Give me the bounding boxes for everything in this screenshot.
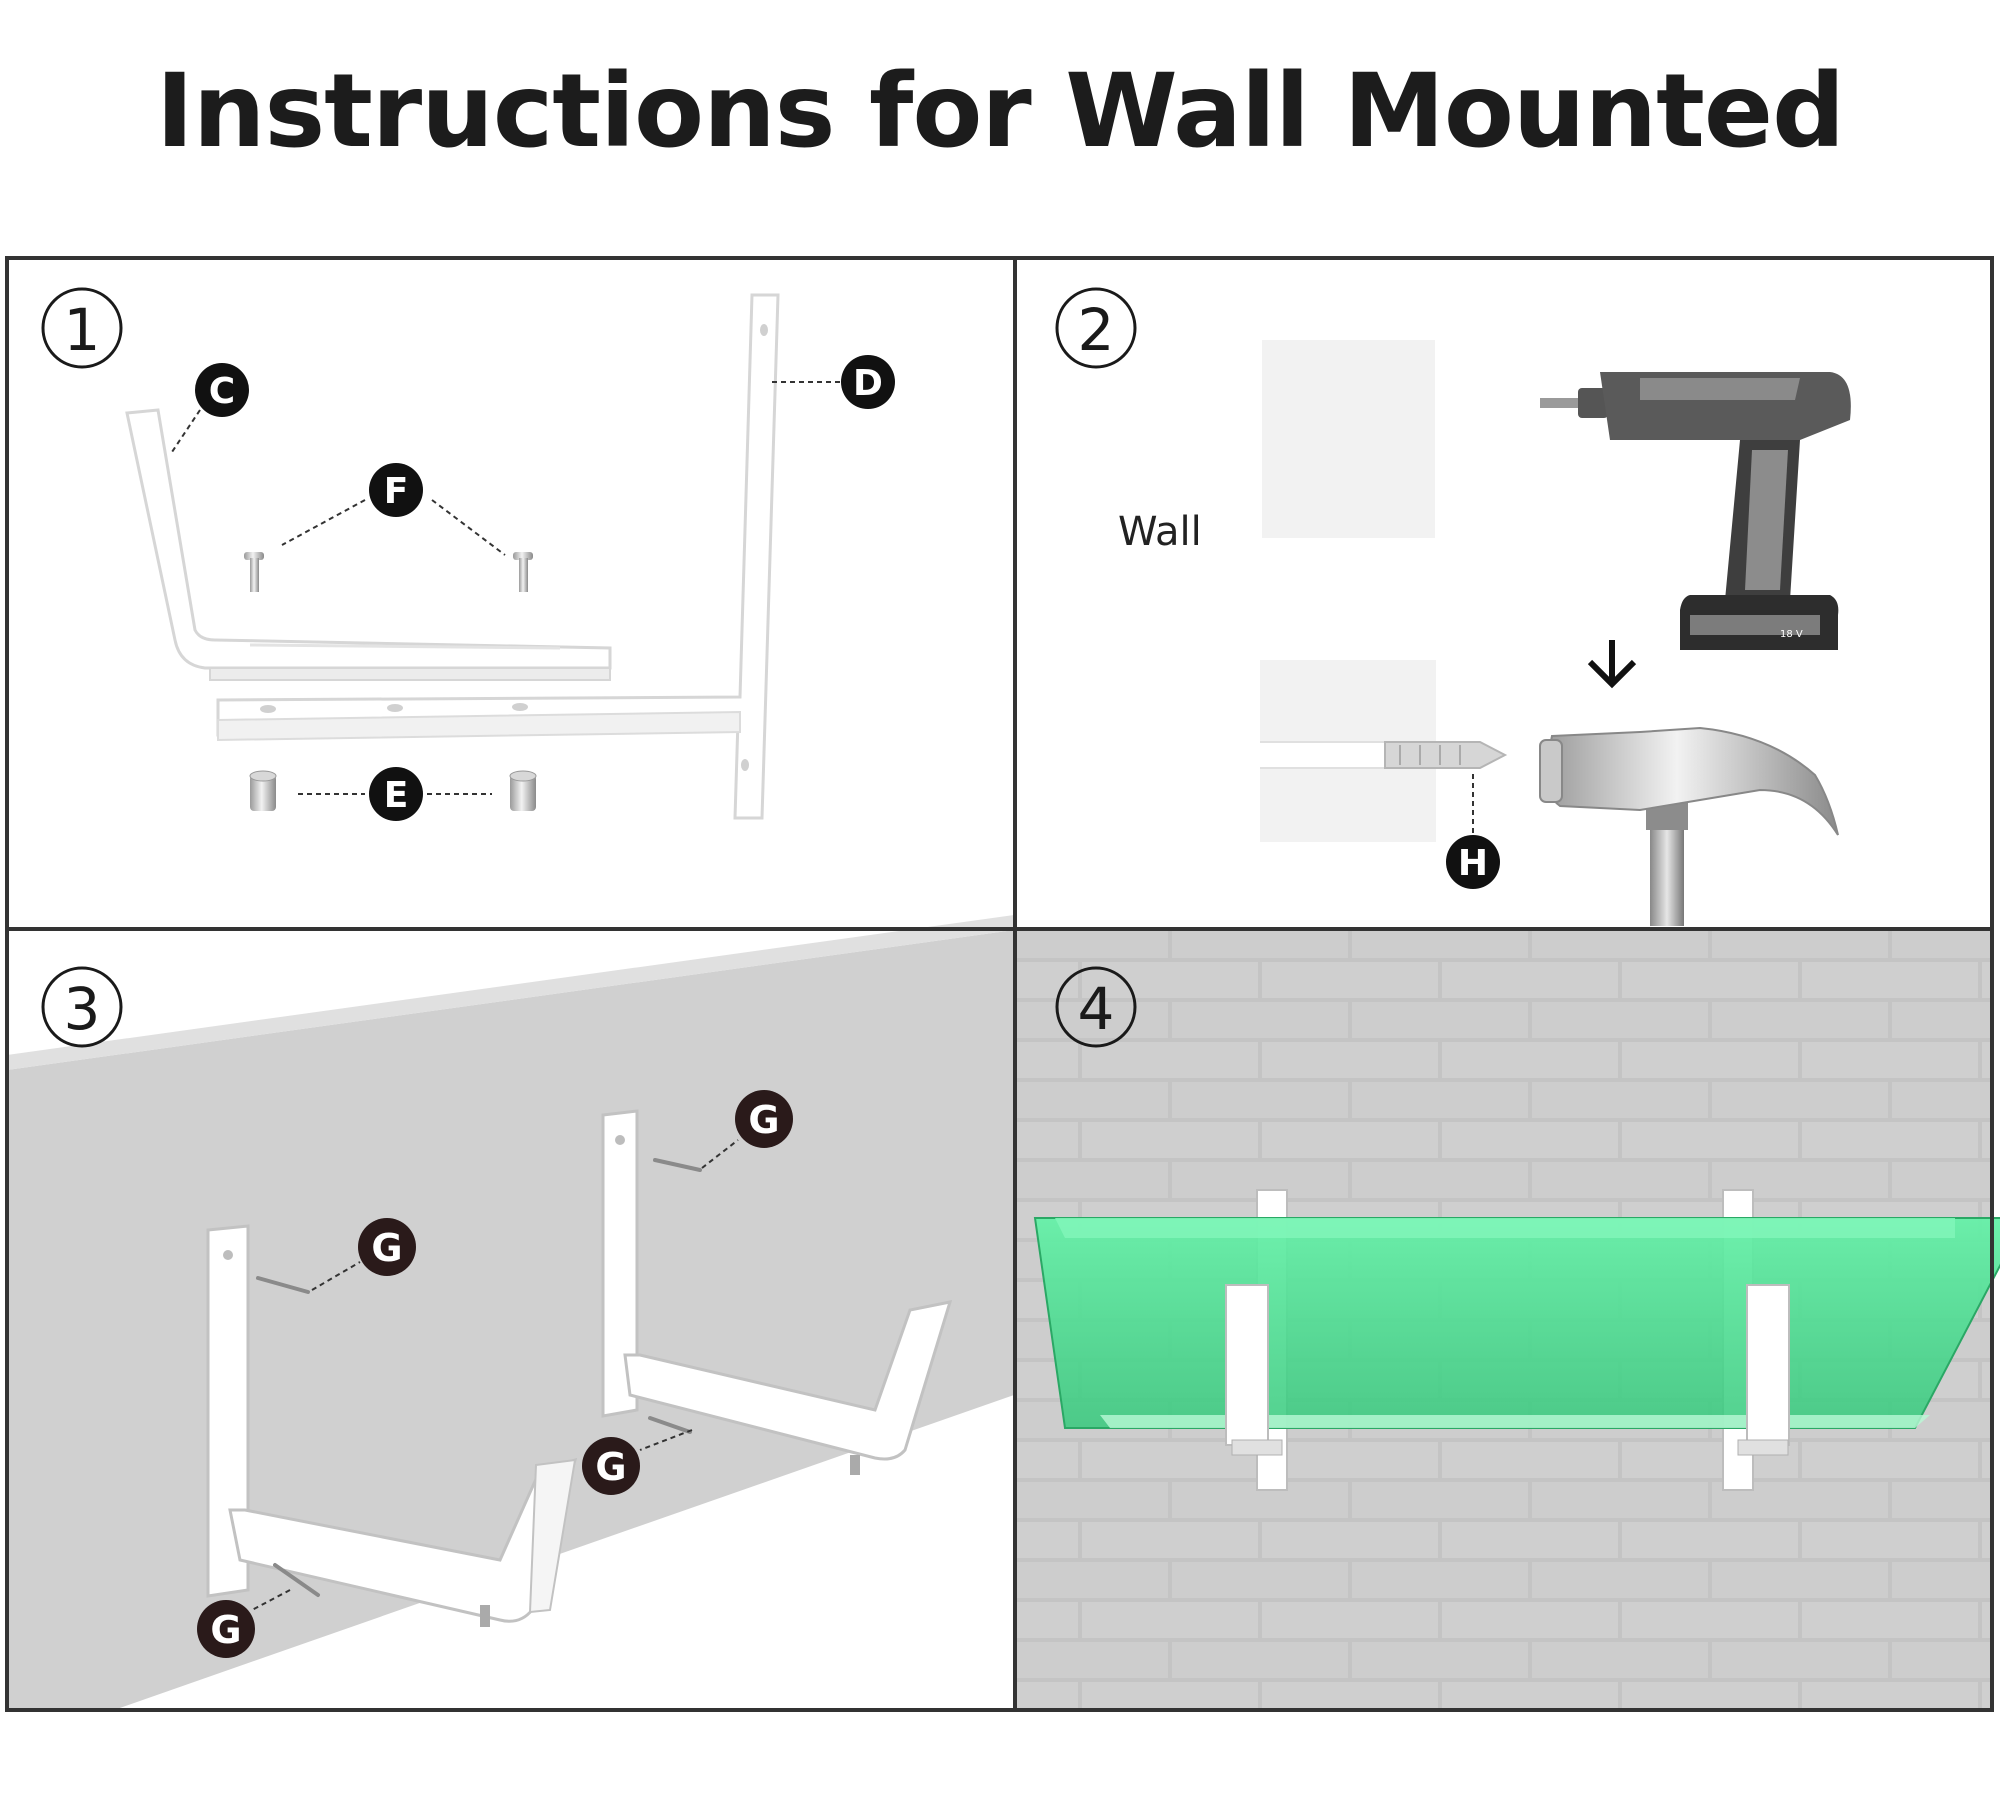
svg-text:G: G (210, 1608, 241, 1652)
wall-label: Wall (1118, 509, 1202, 555)
spacer-e-left (249, 770, 277, 811)
part-label-g-2: G (735, 1090, 793, 1148)
part-label-c: C (195, 363, 249, 417)
step-number: 2 (1078, 296, 1115, 364)
leader-lines-step-1 (171, 381, 845, 795)
screws-g (256, 1158, 702, 1597)
part-label-h: H (1446, 835, 1500, 889)
part-label-d: D (841, 355, 895, 409)
part-label-f: F (369, 463, 423, 517)
step-number: 4 (1078, 975, 1115, 1043)
step-number-circle (1055, 287, 1137, 369)
drill-icon: 18 V (1540, 372, 1851, 650)
arrow-down-icon (1587, 640, 1637, 689)
part-label-e: E (369, 767, 423, 821)
bracket-arm-right (1746, 1284, 1790, 1446)
wall-anchor-illustration (1260, 660, 1508, 842)
svg-text:D: D (853, 363, 883, 404)
part-label-g-1: G (358, 1218, 416, 1276)
screw-f-left (244, 552, 264, 592)
svg-text:E: E (384, 775, 409, 816)
svg-text:G: G (371, 1226, 402, 1270)
step-number-circle (41, 966, 123, 1048)
step-number: 1 (64, 296, 101, 364)
hammer-icon (1539, 726, 1839, 926)
leader-lines-step-3 (251, 1139, 739, 1611)
svg-text:H: H (1458, 843, 1488, 884)
panel-step-3: 3 G (7, 915, 1014, 1710)
bracket-front (206, 1224, 578, 1627)
svg-text:F: F (384, 471, 409, 512)
bracket-arm-left (1225, 1284, 1269, 1446)
panel-step-4: 4 (1016, 930, 2000, 1710)
panel-step-1: 1 (7, 258, 1014, 928)
wall-swatch (1262, 340, 1435, 538)
bracket-d-illustration (216, 293, 780, 820)
step-number-circle (41, 287, 123, 369)
svg-text:18 V: 18 V (1780, 629, 1803, 640)
page-title: Instructions for Wall Mounted (155, 52, 1845, 171)
step-number: 3 (64, 975, 101, 1043)
svg-text:G: G (595, 1445, 626, 1489)
planter-box (1033, 1217, 2000, 1429)
spacer-e-right (509, 770, 537, 811)
bracket-back (601, 1109, 953, 1475)
svg-text:G: G (748, 1098, 779, 1142)
panel-step-2: 2 Wall H (1016, 258, 1992, 928)
step-number-circle (1055, 966, 1137, 1048)
svg-text:C: C (209, 371, 235, 412)
part-label-g-4: G (582, 1437, 640, 1495)
bracket-c-illustration (125, 408, 612, 681)
screw-f-right (513, 552, 533, 592)
panel-grid-borders (5, 256, 1994, 1712)
part-label-g-3: G (197, 1600, 255, 1658)
